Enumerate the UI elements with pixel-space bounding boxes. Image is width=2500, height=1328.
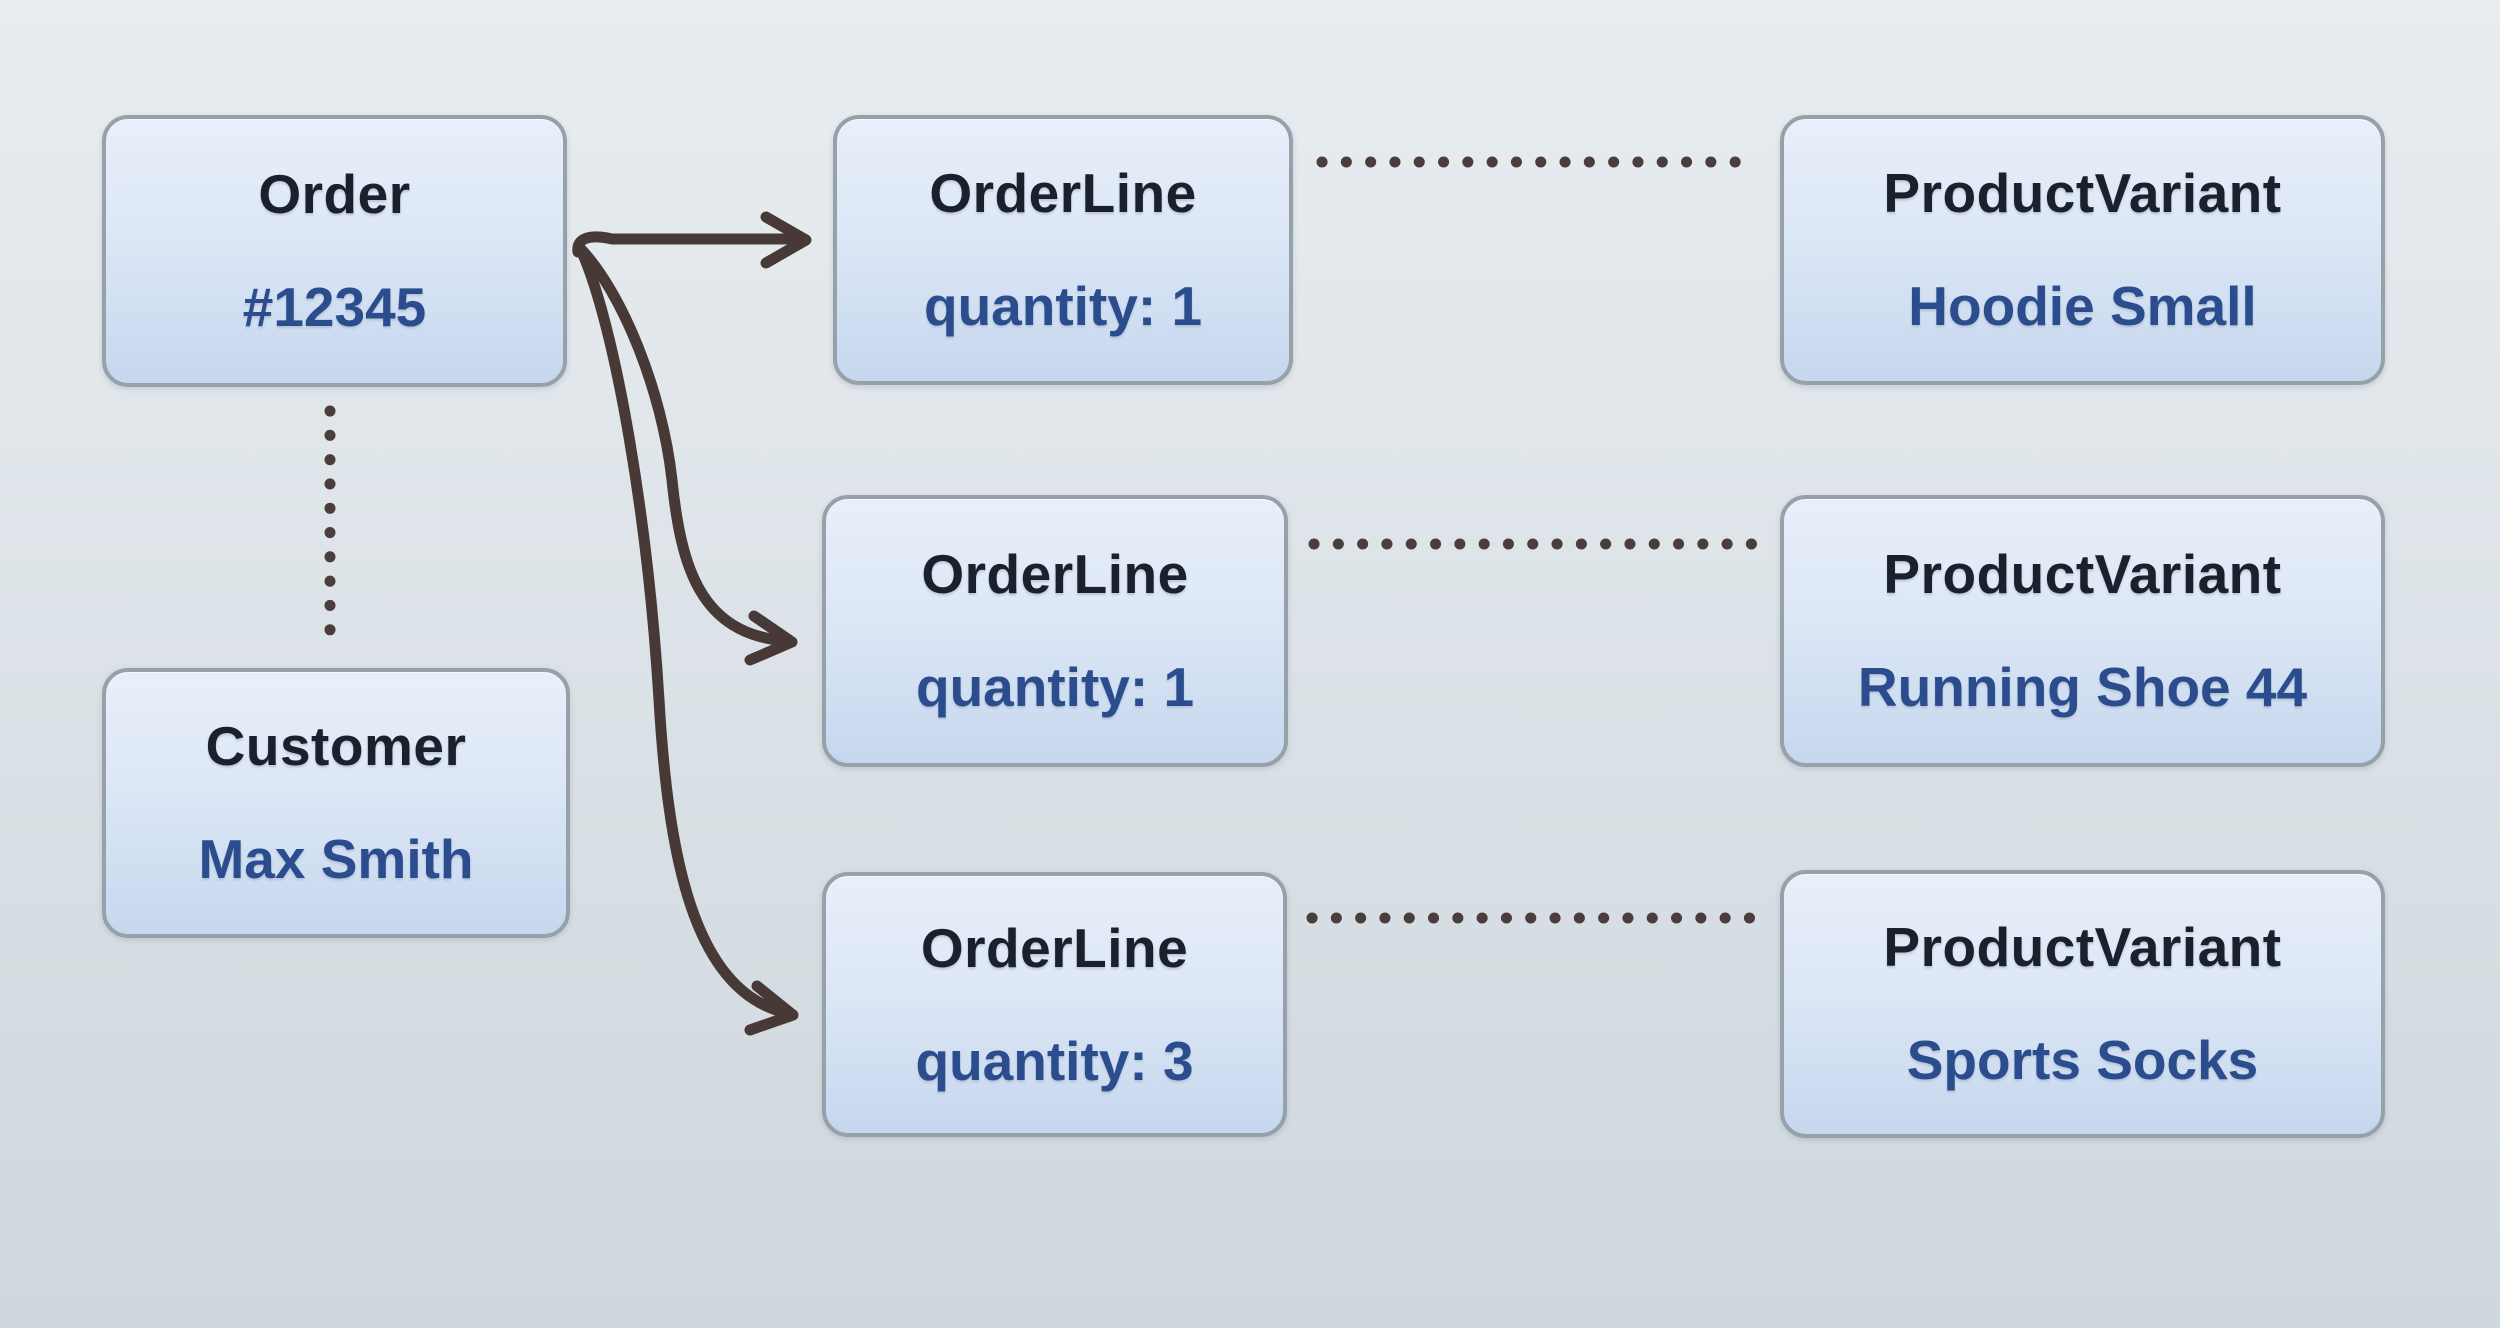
entity-orderline-3: OrderLine quantity: 3 <box>822 872 1287 1137</box>
entity-value: Running Shoe 44 <box>1857 656 2308 718</box>
edge-order-orderline3-shaft <box>576 246 793 1019</box>
edge-order-orderline2-shaft <box>574 242 792 647</box>
entity-value: quantity: 1 <box>915 656 1195 718</box>
entity-title: OrderLine <box>920 916 1189 979</box>
entity-title: OrderLine <box>929 162 1197 224</box>
entity-orderline-1: OrderLine quantity: 1 <box>833 115 1293 385</box>
entity-title: ProductVariant <box>1883 543 2282 605</box>
entity-value: Max Smith <box>198 828 474 890</box>
edge-order-orderline1-arrowhead <box>760 211 812 269</box>
entity-orderline-2: OrderLine quantity: 1 <box>822 495 1288 767</box>
edge-order-orderline2-arrowhead <box>744 610 798 666</box>
entity-title: OrderLine <box>921 543 1189 605</box>
entity-value: Sports Socks <box>1906 1029 2259 1091</box>
entity-title: ProductVariant <box>1883 916 2282 978</box>
edge-order-orderline1-shaft <box>572 231 806 258</box>
entity-productvariant-1: ProductVariant Hoodie Small <box>1780 115 2385 385</box>
entity-title: ProductVariant <box>1883 162 2282 224</box>
entity-value: Hoodie Small <box>1908 275 2257 337</box>
entity-value: #12345 <box>242 276 427 338</box>
entity-value: quantity: 3 <box>915 1029 1194 1092</box>
edge-order-orderline3-arrowhead <box>744 980 799 1036</box>
entity-customer: Customer Max Smith <box>102 668 570 938</box>
entity-order: Order #12345 <box>102 115 567 387</box>
entity-productvariant-2: ProductVariant Running Shoe 44 <box>1780 495 2385 767</box>
entity-title: Order <box>258 163 411 225</box>
entity-value: quantity: 1 <box>923 275 1203 337</box>
entity-title: Customer <box>205 715 467 777</box>
entity-productvariant-3: ProductVariant Sports Socks <box>1780 870 2385 1138</box>
